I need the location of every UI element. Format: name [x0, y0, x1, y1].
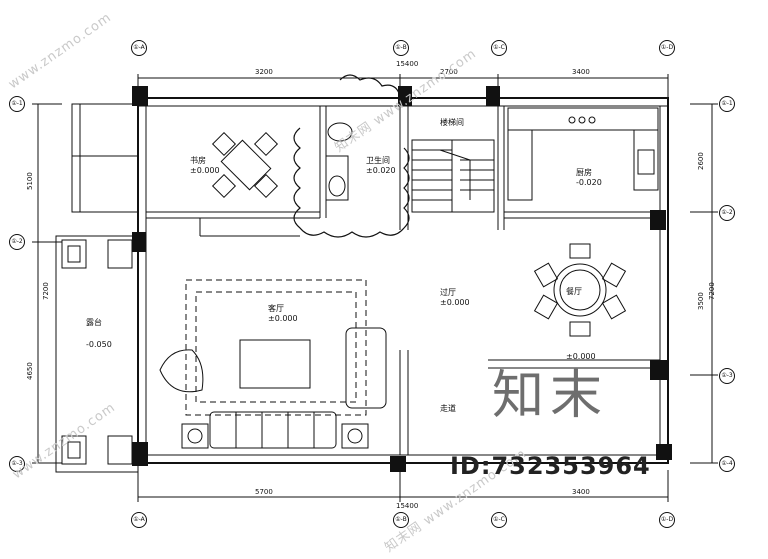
- room-label-dining: 餐厅: [566, 287, 582, 296]
- toilet-fixtures: [293, 74, 410, 238]
- dim-bottom-1: 5700: [255, 488, 273, 496]
- dim-right-1: 2600: [697, 152, 705, 170]
- room-label-terrace: 露台: [86, 318, 102, 327]
- room-level-living: ±0.000: [268, 314, 298, 323]
- axis-mark-top-a: ①-A: [131, 40, 147, 56]
- axis-mark-bottom-c: ①-C: [491, 512, 507, 528]
- dim-top-2: 15400: [396, 60, 419, 68]
- axis-mark-bottom-b: ①-B: [393, 512, 409, 528]
- axis-mark-left-1: ①-1: [9, 96, 25, 112]
- room-label-hall: 过厅: [440, 288, 456, 297]
- dim-top-3: 2700: [440, 68, 458, 76]
- axis-mark-top-d: ①-D: [659, 40, 675, 56]
- axis-mark-left-3: ①-3: [9, 456, 25, 472]
- drawing-id-label: ID:732353964: [450, 452, 651, 480]
- room-label-living: 客厅: [268, 304, 284, 313]
- room-level-terrace: -0.050: [86, 340, 112, 349]
- axis-mark-right-4: ①-4: [719, 456, 735, 472]
- dim-top-4: 3400: [572, 68, 590, 76]
- room-label-toilet: 卫生间: [366, 156, 390, 165]
- living-room-furniture: [159, 279, 387, 449]
- dim-left-1: 5100: [26, 172, 34, 190]
- room-label-kitchen: 厨房: [576, 168, 592, 177]
- axis-mark-left-2: ①-2: [9, 234, 25, 250]
- axis-mark-right-3: ①-3: [719, 368, 735, 384]
- balcony: [71, 103, 139, 213]
- axis-mark-bottom-a: ①-A: [131, 512, 147, 528]
- kitchen-counter: [507, 107, 659, 131]
- room-level-study: ±0.000: [190, 166, 220, 175]
- staircase: [411, 139, 495, 213]
- room-level-dining: ±0.000: [566, 352, 596, 361]
- dim-right-3: 7200: [708, 282, 716, 300]
- axis-mark-top-c: ①-C: [491, 40, 507, 56]
- room-level-toilet: ±0.020: [366, 166, 396, 175]
- structural-columns: [132, 86, 672, 472]
- dim-left-3: 7200: [42, 282, 50, 300]
- room-level-hall: ±0.000: [440, 298, 470, 307]
- dim-bottom-3: 3400: [572, 488, 590, 496]
- axis-mark-right-1: ①-1: [719, 96, 735, 112]
- dim-top-1: 3200: [255, 68, 273, 76]
- dim-right-2: 3500: [697, 292, 705, 310]
- dim-bottom-2: 15400: [396, 502, 419, 510]
- study-desk-set: [211, 131, 279, 199]
- axis-mark-right-2: ①-2: [719, 205, 735, 221]
- axis-mark-top-b: ①-B: [393, 40, 409, 56]
- terrace-outline: [55, 235, 139, 473]
- dining-table-set: [533, 243, 627, 337]
- axis-mark-bottom-d: ①-D: [659, 512, 675, 528]
- room-label-corridor: 走道: [440, 404, 456, 413]
- room-label-stair: 楼梯间: [440, 118, 464, 127]
- brand-logo-text: 知末: [492, 366, 609, 426]
- dim-left-2: 4650: [26, 362, 34, 380]
- room-label-study: 书房: [190, 156, 206, 165]
- room-level-kitchen: -0.020: [576, 178, 602, 187]
